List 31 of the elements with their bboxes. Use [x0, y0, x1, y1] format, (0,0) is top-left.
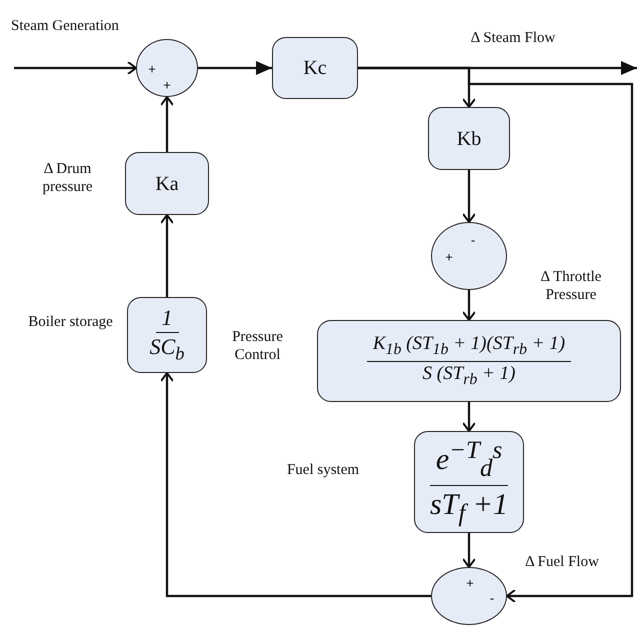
arrow — [198, 61, 272, 75]
sign-label: + — [445, 250, 453, 264]
numerator: K$_{1b}$ (ST$_{1b}$ + 1)(ST$_{rb}$ + 1) — [366, 334, 572, 362]
denominator: S (ST$_{rb}$ + 1) — [422, 362, 516, 388]
transfer-function-block — [414, 431, 524, 533]
arrow — [462, 402, 476, 432]
denominator: SC$_{b}$ — [148, 333, 186, 364]
sign-label: - — [470, 234, 476, 246]
block-label: Kb — [456, 128, 482, 150]
transfer-function-block — [127, 297, 207, 373]
transfer-function-block — [317, 320, 621, 402]
block-caption: Boiler storage — [28, 313, 113, 331]
sign-label: + — [148, 62, 156, 76]
block-label: Kc — [303, 57, 327, 79]
numerator: 1 — [156, 306, 178, 334]
sign-label: + — [163, 78, 171, 92]
arrow — [462, 533, 476, 568]
sign-label: - — [490, 592, 494, 604]
arrow — [160, 214, 174, 297]
arrow — [160, 372, 431, 598]
transfer-function-block — [272, 37, 358, 99]
arrow — [462, 170, 476, 223]
transfer-function-block — [125, 152, 209, 215]
arrow — [160, 96, 174, 152]
block-label: Ka — [155, 172, 179, 194]
sign-label: + — [466, 576, 474, 590]
arrow — [14, 61, 137, 75]
transfer-function-block — [428, 107, 510, 170]
denominator: sT$_{f}$ +1 — [428, 486, 510, 527]
arrow — [462, 290, 476, 321]
arrow — [358, 66, 634, 603]
